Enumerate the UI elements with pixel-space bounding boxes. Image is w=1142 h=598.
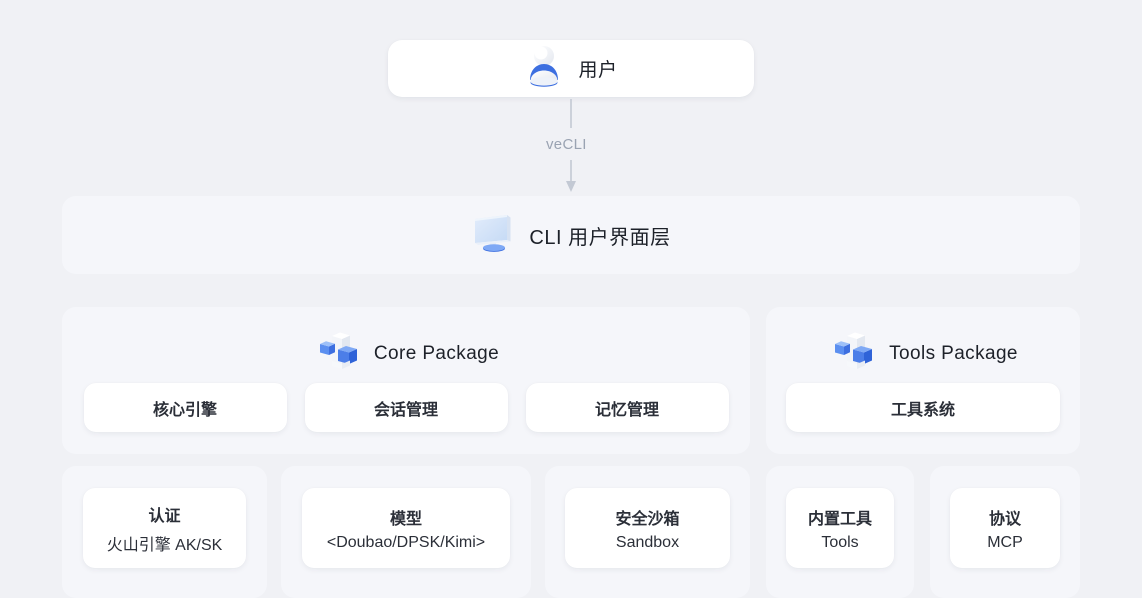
bottom-card-builtin-tools-subtitle: Tools bbox=[821, 533, 859, 551]
bottom-card-auth[interactable]: 认证 火山引擎 AK/SK bbox=[83, 488, 246, 568]
bottom-card-model-subtitle: <Doubao/DPSK/Kimi> bbox=[326, 533, 486, 551]
bottom-panel-auth: 认证 火山引擎 AK/SK bbox=[62, 466, 267, 598]
user-card[interactable]: 用户 bbox=[388, 40, 754, 97]
bottom-card-model[interactable]: 模型 <Doubao/DPSK/Kimi> bbox=[302, 488, 510, 568]
bottom-card-model-title: 模型 bbox=[389, 510, 422, 528]
bottom-card-sandbox[interactable]: 安全沙箱 Sandbox bbox=[565, 488, 730, 568]
core-item-2[interactable]: 记忆管理 bbox=[525, 383, 729, 432]
bottom-panel-protocol: 协议 MCP bbox=[930, 466, 1080, 598]
bottom-panel-builtin-tools: 内置工具 Tools bbox=[766, 466, 914, 598]
monitor-icon bbox=[471, 212, 515, 259]
cube-package-icon bbox=[828, 328, 876, 381]
core-item-0[interactable]: 核心引擎 bbox=[83, 383, 287, 432]
core-item-1[interactable]: 会话管理 bbox=[304, 383, 508, 432]
bottom-card-auth-title: 认证 bbox=[148, 507, 181, 525]
bottom-card-builtin-tools[interactable]: 内置工具 Tools bbox=[786, 488, 894, 568]
cli-layer-label: CLI 用户界面层 bbox=[529, 226, 671, 249]
tools-item-0[interactable]: 工具系统 bbox=[786, 383, 1060, 432]
bottom-panel-sandbox: 安全沙箱 Sandbox bbox=[545, 466, 750, 598]
tools-package-panel: Tools Package 工具系统 bbox=[766, 307, 1080, 454]
bottom-card-sandbox-title: 安全沙箱 bbox=[615, 510, 680, 528]
cube-package-icon bbox=[313, 328, 361, 381]
bottom-card-protocol-subtitle: MCP bbox=[987, 533, 1023, 551]
user-avatar-icon bbox=[524, 44, 564, 93]
bottom-card-sandbox-subtitle: Sandbox bbox=[615, 533, 680, 551]
core-package-panel: Core Package 核心引擎 会话管理 记忆管理 bbox=[62, 307, 750, 454]
bottom-panel-model: 模型 <Doubao/DPSK/Kimi> bbox=[281, 466, 531, 598]
bottom-card-auth-subtitle: 火山引擎 AK/SK bbox=[106, 536, 223, 554]
core-package-title: Core Package bbox=[373, 343, 500, 364]
core-package-items: 核心引擎 会话管理 记忆管理 bbox=[62, 383, 750, 432]
user-label: 用户 bbox=[578, 60, 618, 81]
bottom-card-builtin-tools-title: 内置工具 bbox=[807, 510, 872, 528]
tools-package-items: 工具系统 bbox=[766, 383, 1080, 432]
bottom-card-protocol-title: 协议 bbox=[988, 510, 1021, 528]
core-package-header: Core Package bbox=[62, 325, 750, 383]
tools-package-title: Tools Package bbox=[889, 343, 1018, 364]
tools-package-header: Tools Package bbox=[766, 325, 1080, 383]
connector-label: veCLI bbox=[546, 136, 587, 153]
cli-layer-panel: CLI 用户界面层 bbox=[62, 196, 1080, 274]
bottom-card-protocol[interactable]: 协议 MCP bbox=[950, 488, 1060, 568]
